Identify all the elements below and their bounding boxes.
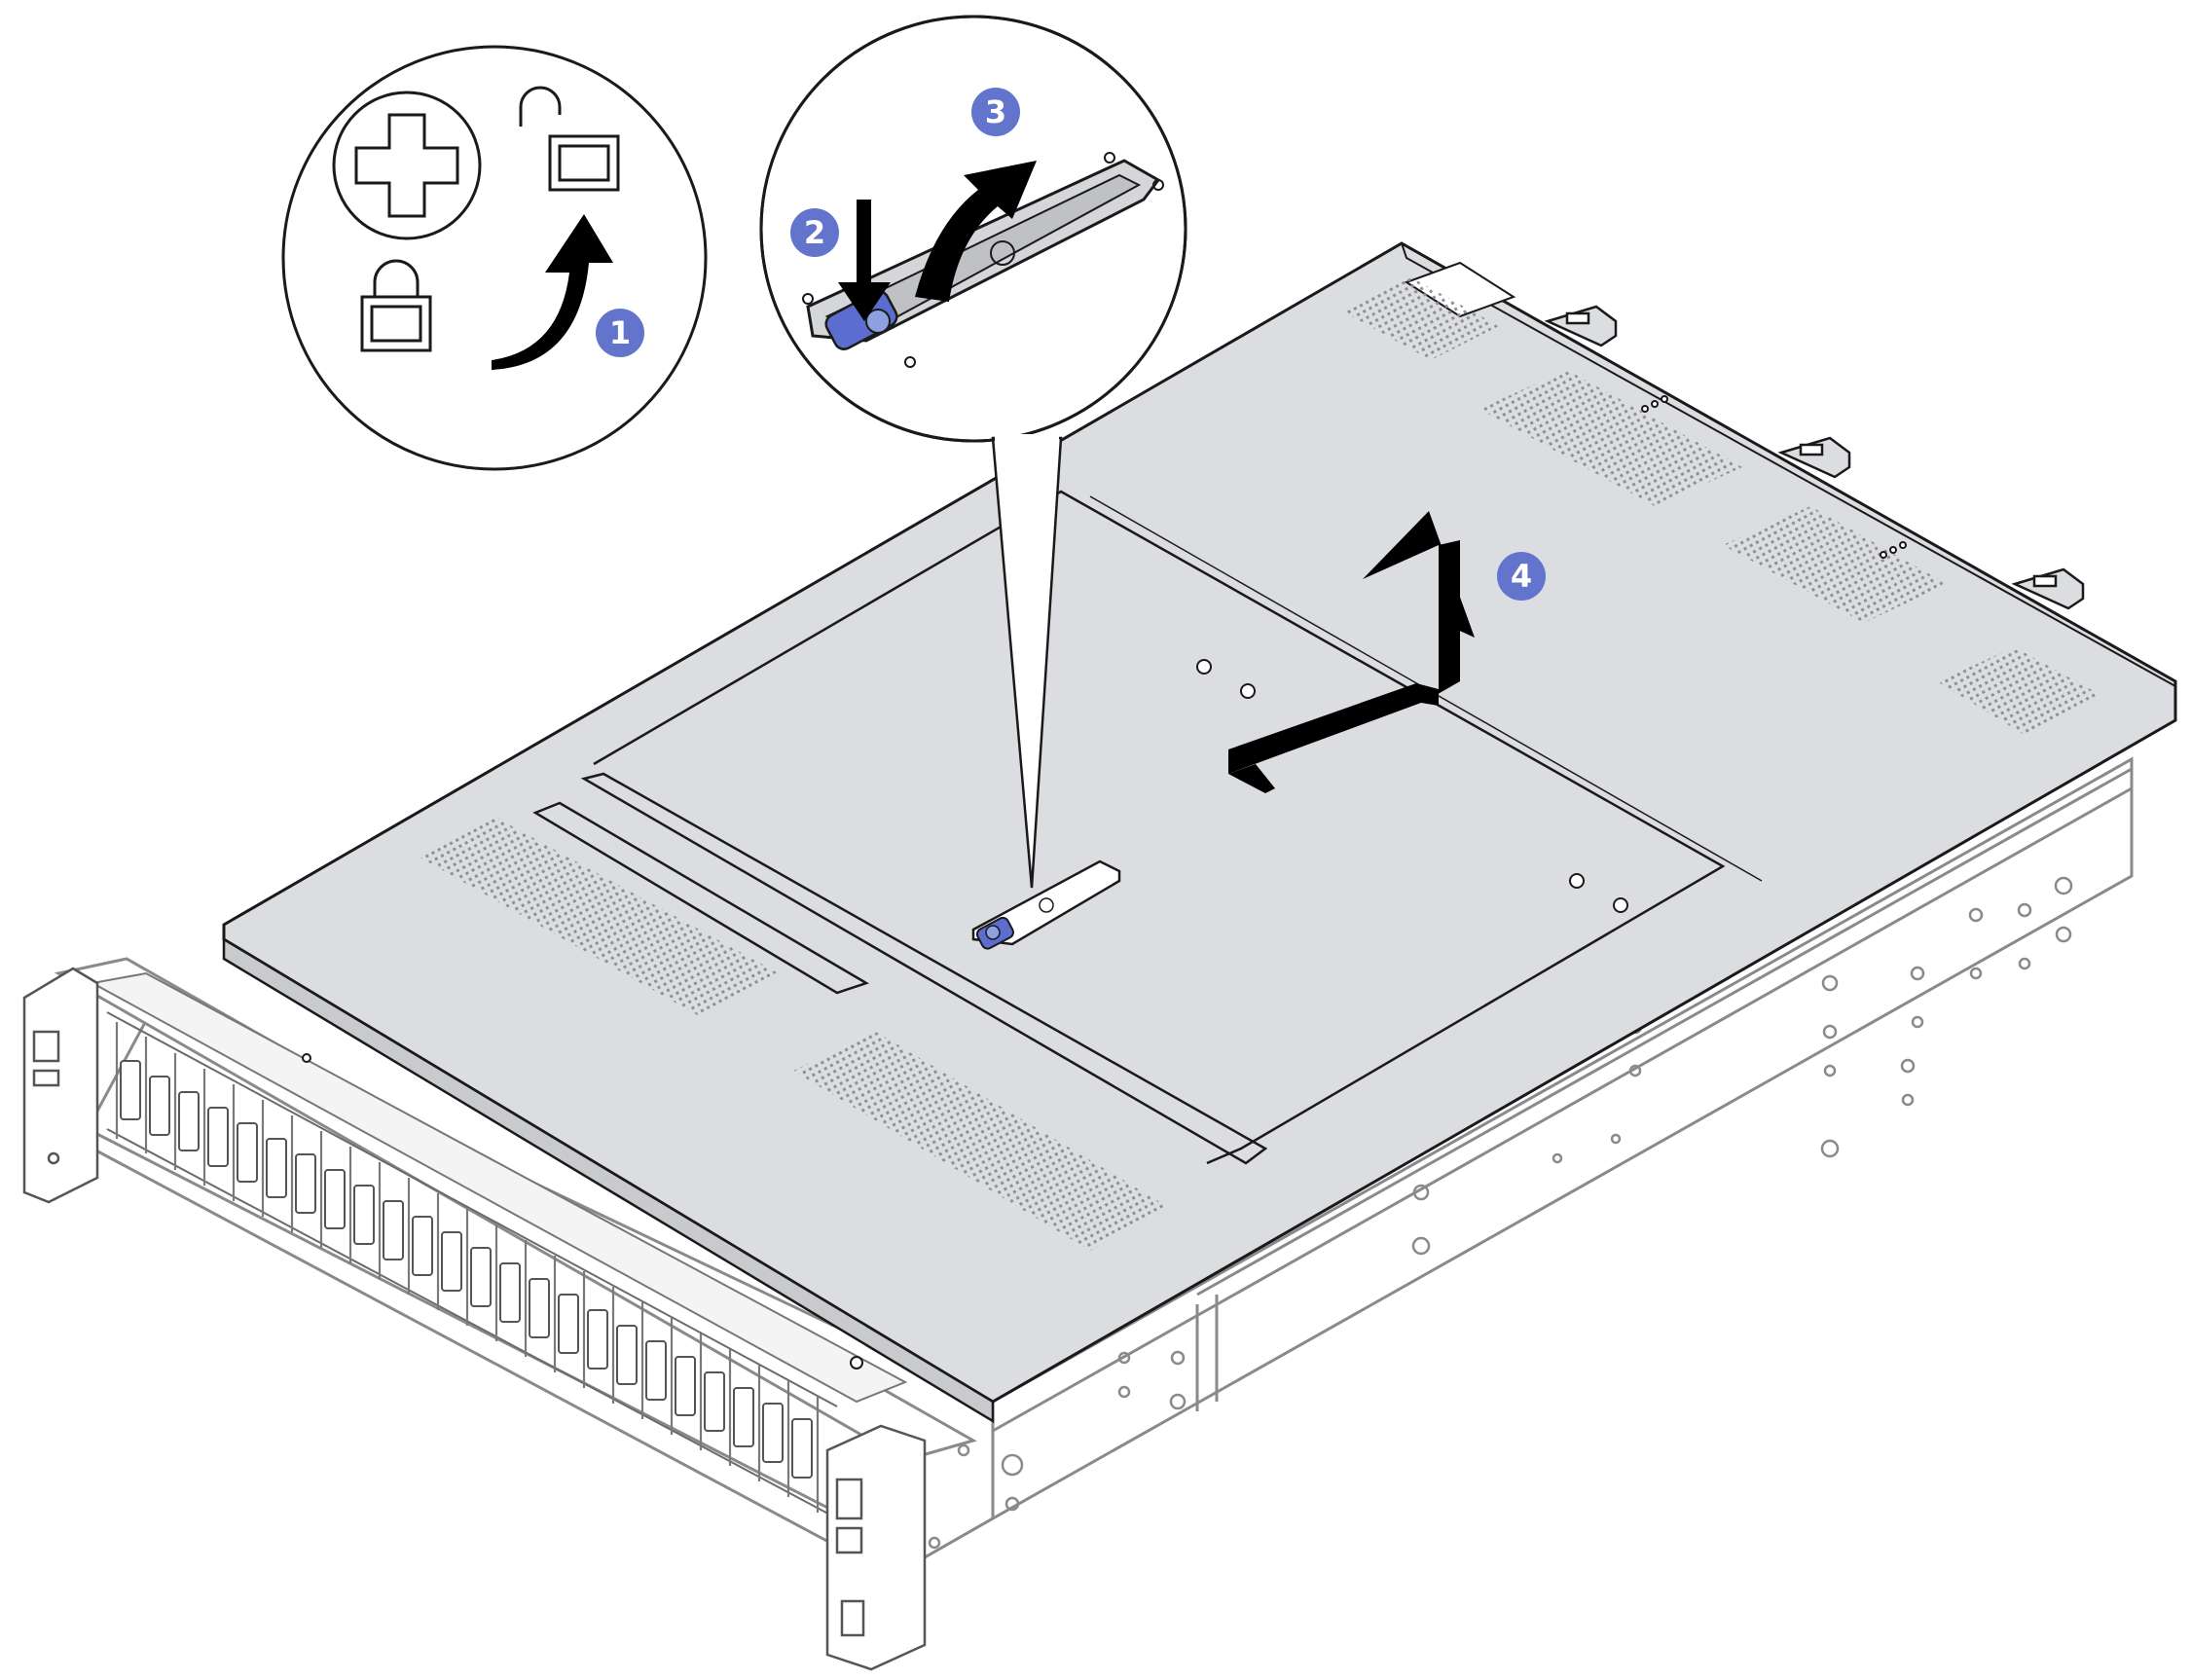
cover-latch[interactable] xyxy=(971,859,1121,951)
zoom-circle-1 xyxy=(281,45,708,471)
chassis-side-holes xyxy=(928,876,2073,1550)
curved-arrow-icon xyxy=(492,214,613,370)
svg-text:3: 3 xyxy=(985,93,1006,130)
top-cover[interactable] xyxy=(222,241,2177,1424)
left-rack-ear xyxy=(22,967,99,1204)
drive-bays xyxy=(90,971,908,1519)
step-badge-3: 3 xyxy=(971,88,1020,136)
phillips-screwdriver-icon xyxy=(332,91,482,240)
step-badge-2: 2 xyxy=(790,208,839,257)
svg-text:1: 1 xyxy=(609,314,631,351)
step-badge-1: 1 xyxy=(596,309,644,357)
svg-text:4: 4 xyxy=(1511,558,1532,595)
step-badge-4: 4 xyxy=(1497,552,1546,601)
zoom-circle-2 xyxy=(759,15,1187,443)
unlock-icon xyxy=(519,86,620,192)
svg-text:2: 2 xyxy=(804,214,825,251)
slide-lift-arrow xyxy=(1228,511,1475,793)
lock-icon xyxy=(360,259,432,352)
right-rack-ear xyxy=(825,1424,927,1671)
